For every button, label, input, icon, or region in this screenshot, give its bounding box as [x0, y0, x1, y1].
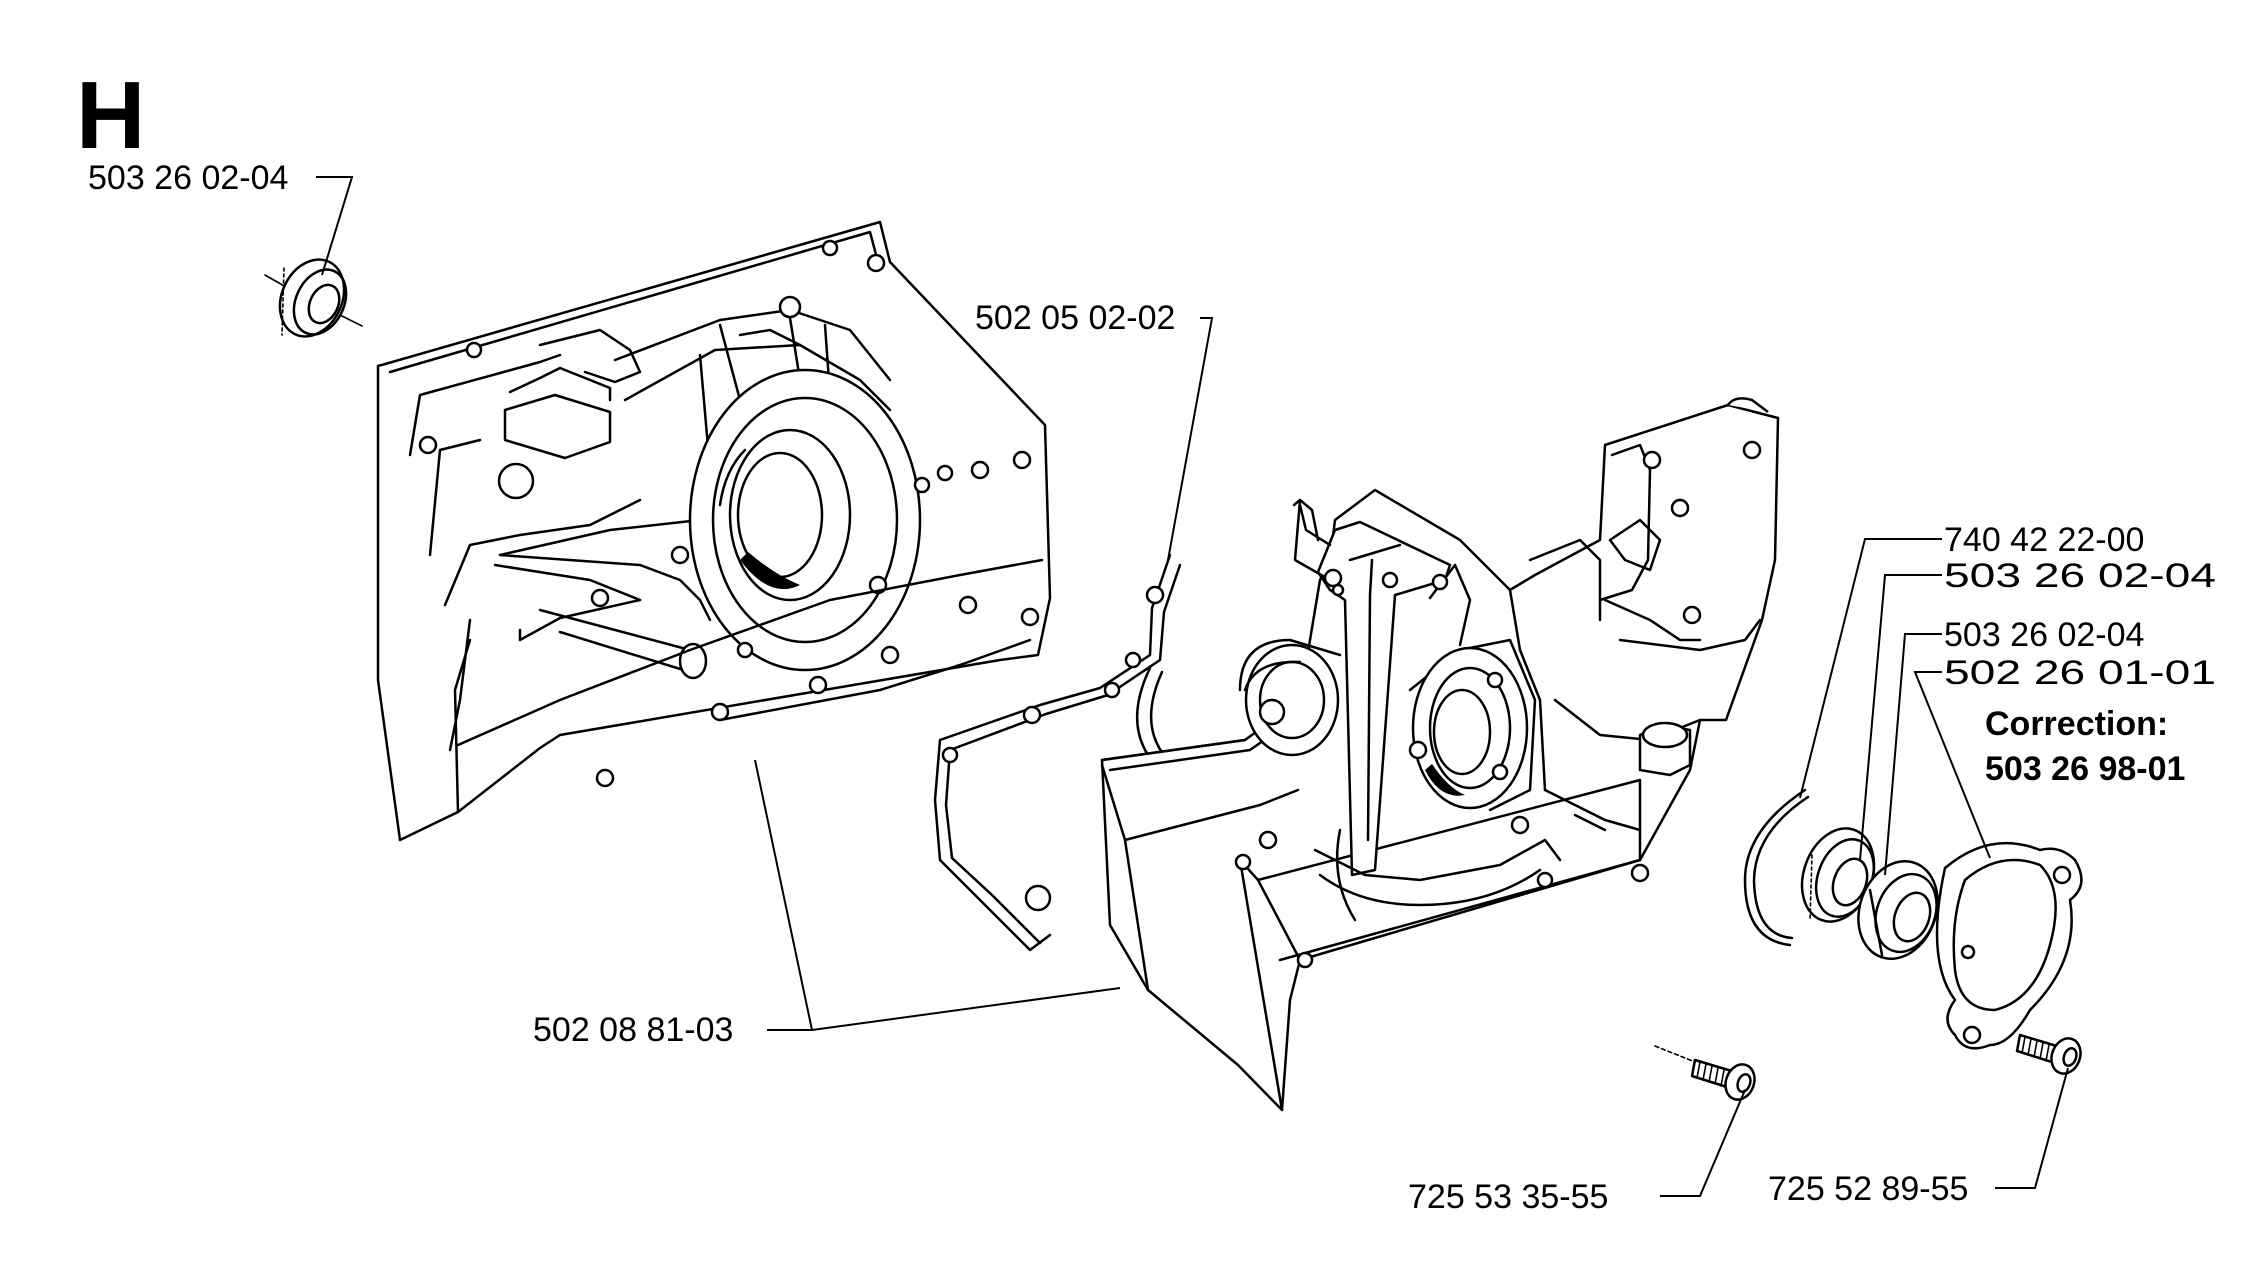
- label-gasket: 502 05 02-02: [975, 299, 1175, 337]
- seal-ring-right-1: [1800, 827, 1876, 923]
- label-cover: 502 26 01-01: [1944, 654, 2216, 692]
- section-letter: H: [76, 62, 145, 169]
- correction-title: Correction:: [1985, 705, 2168, 743]
- leader-lines: [316, 176, 2069, 1197]
- seal-ring-left: [264, 258, 363, 338]
- label-screw-right: 725 52 89-55: [1768, 1170, 1968, 1208]
- crankcase-half-left: [376, 220, 1052, 842]
- screw-right: [2015, 1033, 2082, 1075]
- label-oring: 740 42 22-00: [1944, 521, 2144, 559]
- label-screw-center: 725 53 35-55: [1408, 1178, 1608, 1216]
- label-seal-right-2: 503 26 02-04: [1944, 616, 2144, 654]
- screw-center: [1654, 1045, 1756, 1101]
- label-seal-right-1: 503 26 02-04: [1944, 557, 2216, 595]
- label-crankcase: 502 08 81-03: [533, 1011, 733, 1049]
- crankcase-half-right: [1100, 397, 1780, 1112]
- bearing-cover-plate: [1935, 841, 2083, 1050]
- label-seal-left: 503 26 02-04: [88, 159, 288, 197]
- oring: [1743, 788, 1810, 947]
- seal-ring-right-2: [1857, 860, 1939, 960]
- correction-number: 503 26 98-01: [1985, 750, 2185, 788]
